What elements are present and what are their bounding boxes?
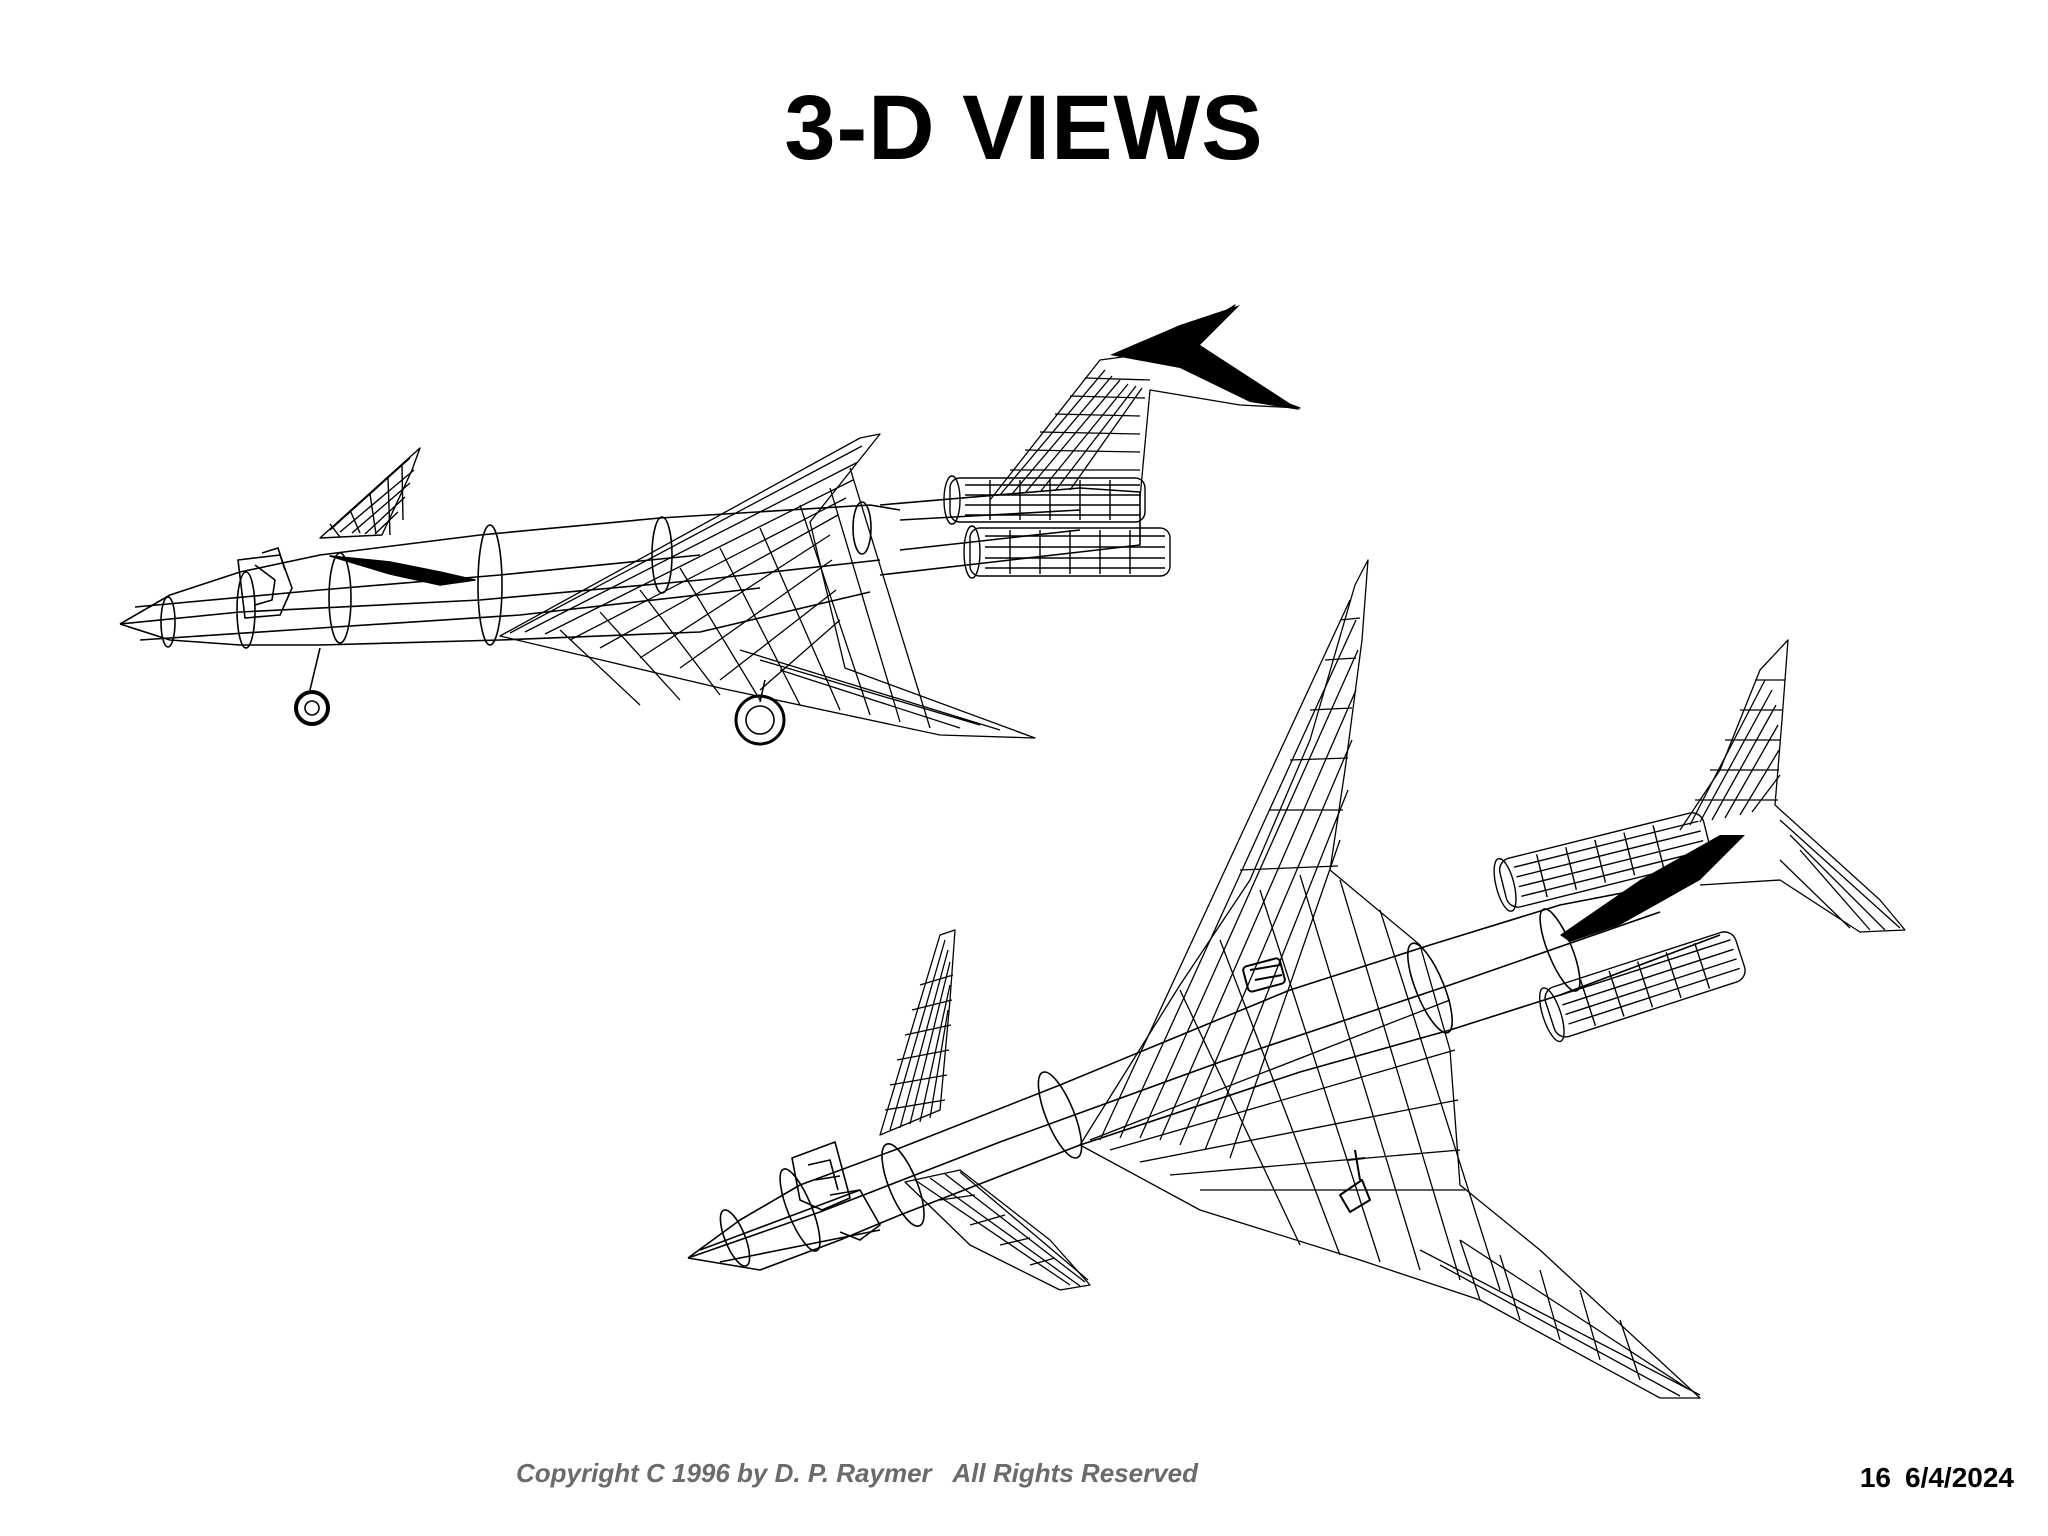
cockpit (791, 1141, 881, 1241)
footer-page-info: 16 6/4/2024 (1860, 1462, 2014, 1494)
canard (319, 447, 421, 539)
wing-hardpoints (1242, 957, 1371, 1213)
vertical-tail (1679, 639, 1906, 933)
canard-upper (879, 929, 956, 1136)
horizontal-tail (1560, 835, 1745, 942)
nose-landing-gear (294, 647, 330, 726)
main-wing (499, 433, 1036, 739)
horizontal-tail (1110, 305, 1300, 410)
cockpit (237, 547, 293, 619)
slide-title: 3-D VIEWS (784, 77, 1264, 179)
engine-nacelles (1493, 812, 1746, 1043)
slide-date: 6/4/2024 (1905, 1462, 2014, 1493)
canard-lower (904, 1169, 1091, 1291)
aircraft-top-perspective (687, 559, 1906, 1399)
fuselage (119, 501, 901, 649)
main-wing (1079, 559, 1701, 1399)
page-number: 16 (1859, 1462, 1891, 1493)
aircraft-side-perspective (119, 304, 1301, 746)
footer-copyright: Copyright C 1996 by D. P. Raymer All Rig… (516, 1458, 1199, 1488)
main-landing-gear (734, 679, 786, 746)
strake (329, 555, 476, 586)
